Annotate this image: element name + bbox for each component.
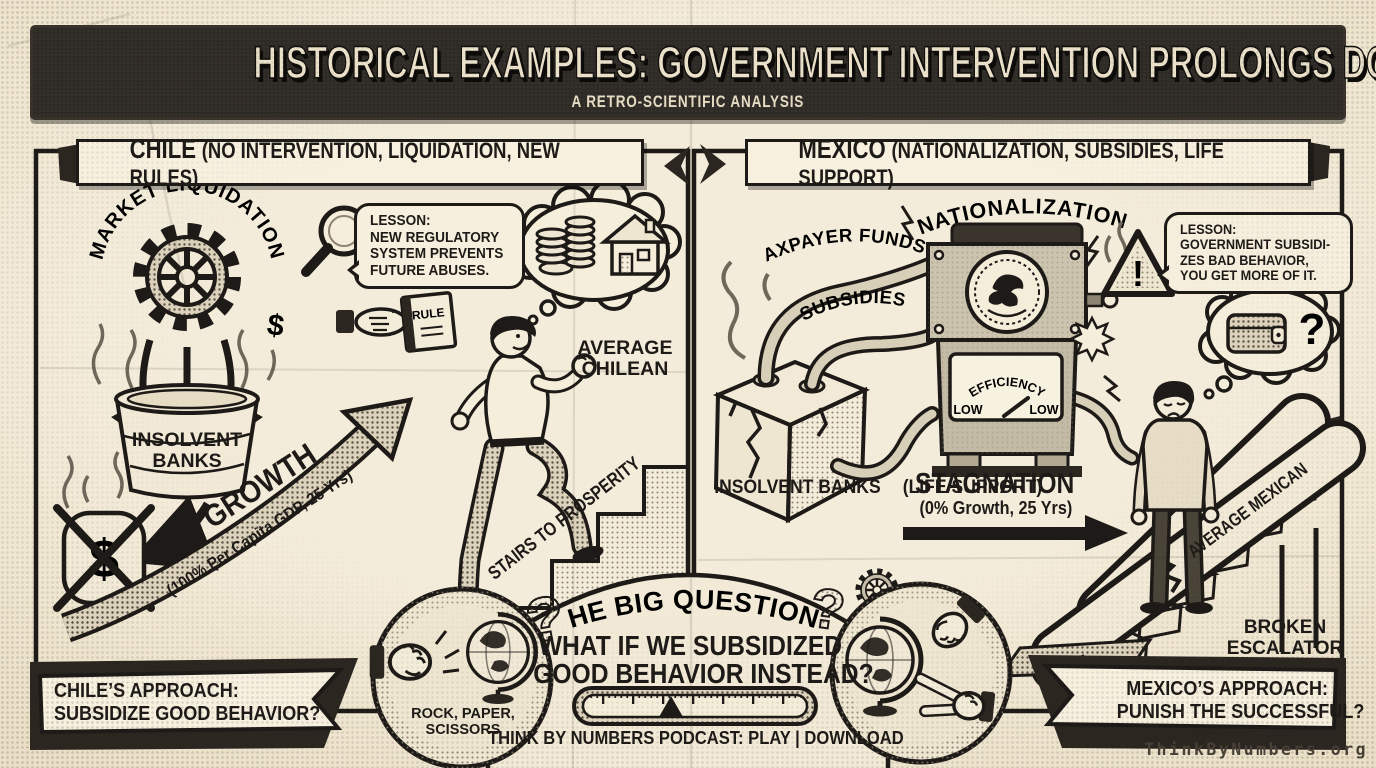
- svg-text:!: !: [1132, 253, 1144, 294]
- podcast-line: THINK BY NUMBERS PODCAST: PLAY | DOWNLOA…: [470, 728, 910, 749]
- mexico-panel-header: MEXICO(NATIONALIZATION, SUBSIDIES, LIFE …: [745, 134, 1311, 190]
- question-line-1: WHAT IF WE SUBSIDIZED: [538, 630, 842, 661]
- gauge-needle: [1002, 396, 1030, 418]
- nationalization-machine: EFFICIENCY LOW LOW: [900, 205, 1128, 477]
- question-mark-icon: ?: [806, 575, 849, 642]
- insolvent-banks-label: INSOLVENT BANKS: [131, 429, 243, 472]
- rock-paper-scissors-circle: [367, 586, 554, 768]
- average-chilean-label: AVERAGE CHILEAN: [577, 337, 673, 381]
- gear-icon: [141, 231, 233, 323]
- podcast-download-link[interactable]: DOWNLOAD: [804, 728, 904, 748]
- chile-title: CHILE: [129, 134, 196, 164]
- chile-approach-ribbon: [37, 667, 345, 735]
- stagnation-detail-label: (0% Growth, 25 Yrs): [919, 498, 1072, 518]
- broken-escalator-label: BROKEN ESCALATOR: [1226, 617, 1344, 659]
- stagnation-label: STAGNATION: [915, 468, 1075, 500]
- house-icon: [599, 213, 671, 276]
- ribbon-tails: [58, 142, 1330, 186]
- efficiency-gauge: [948, 352, 1064, 422]
- insolvent-bank-cube: [712, 359, 871, 524]
- podcast-label: THINK BY NUMBERS PODCAST:: [488, 728, 744, 748]
- podcast-scrubber[interactable]: [572, 686, 818, 726]
- page-subtitle: A RETRO-SCIENTIFIC ANALYSIS: [571, 93, 805, 111]
- chile-lesson-bubble: LESSON: NEW REGULATORY SYSTEM PREVENTS F…: [347, 203, 525, 290]
- podcast-play-link[interactable]: PLAY: [748, 728, 791, 748]
- rule-book-icon: RULE: [399, 291, 458, 353]
- gauge-low-left: LOW: [953, 403, 982, 417]
- warning-icon: !: [1101, 229, 1175, 297]
- chile-approach-label: CHILE’S APPROACH: SUBSIDIZE GOOD BEHAVIO…: [54, 679, 321, 725]
- question-line-2: GOOD BEHAVIOR INSTEAD?: [533, 658, 874, 689]
- hands-globe-circle: [829, 581, 1013, 765]
- life-support-label: INSOLVENT BANKS (LIFE SUPPORT): [714, 476, 1043, 498]
- impact-lines: [434, 630, 460, 674]
- pipes: [757, 257, 1140, 482]
- fist-icon: [367, 643, 433, 681]
- growth-arrow: [60, 397, 414, 643]
- chile-panel-header: CHILE(NO INTERVENTION, LIQUIDATION, NEW …: [76, 134, 644, 190]
- scrubber-needle[interactable]: [659, 696, 683, 717]
- prosperity-thought-cloud: [510, 179, 682, 326]
- smoke-icon: [721, 260, 772, 360]
- chile-title-detail: (NO INTERVENTION, LIQUIDATION, NEW RULES…: [129, 138, 560, 190]
- website-link[interactable]: ThinkByNumbers.org: [1144, 740, 1368, 759]
- rock-paper-scissors-label: ROCK, PAPER, SCISSORS: [411, 706, 515, 739]
- wallet-thought-cloud: ?: [1198, 274, 1341, 400]
- mexico-approach-ribbon: [1041, 663, 1339, 731]
- coins-icon: [535, 215, 596, 276]
- average-mexican-figure: [1130, 381, 1220, 614]
- gauge-low-right: LOW: [1029, 403, 1058, 417]
- mexico-approach-label: MEXICO’S APPROACH: PUNISH THE SUCCESSFUL…: [1116, 677, 1365, 723]
- wallet-icon: [1226, 313, 1287, 354]
- dollar-sign: $: [265, 308, 286, 343]
- podcast-separator: |: [795, 728, 800, 748]
- mexico-title: MEXICO: [798, 134, 886, 164]
- curved-arrow-icon: [128, 495, 219, 571]
- rule-book-label: RULE: [411, 305, 445, 322]
- mexico-lesson-bubble: LESSON: GOVERNMENT SUBSIDI- ZES BAD BEHA…: [1157, 212, 1353, 294]
- stagnation-arrow: [903, 515, 1128, 551]
- title-banner: [30, 25, 1346, 120]
- page-title: HISTORICAL EXAMPLES: GOVERNMENT INTERVEN…: [253, 37, 1376, 88]
- lightning-icon: [900, 205, 1121, 403]
- scissors-hand-icon: [914, 672, 996, 722]
- market-liquidation-gear: MARKET LIQUIDATION: [86, 173, 287, 323]
- smoke-icon: [62, 323, 276, 509]
- question-mark-icon: ?: [1299, 305, 1326, 354]
- mexico-title-detail: (NATIONALIZATION, SUBSIDIES, LIFE SUPPOR…: [798, 138, 1224, 190]
- spark-icon: [1068, 315, 1116, 363]
- handshake-icon: [336, 307, 408, 337]
